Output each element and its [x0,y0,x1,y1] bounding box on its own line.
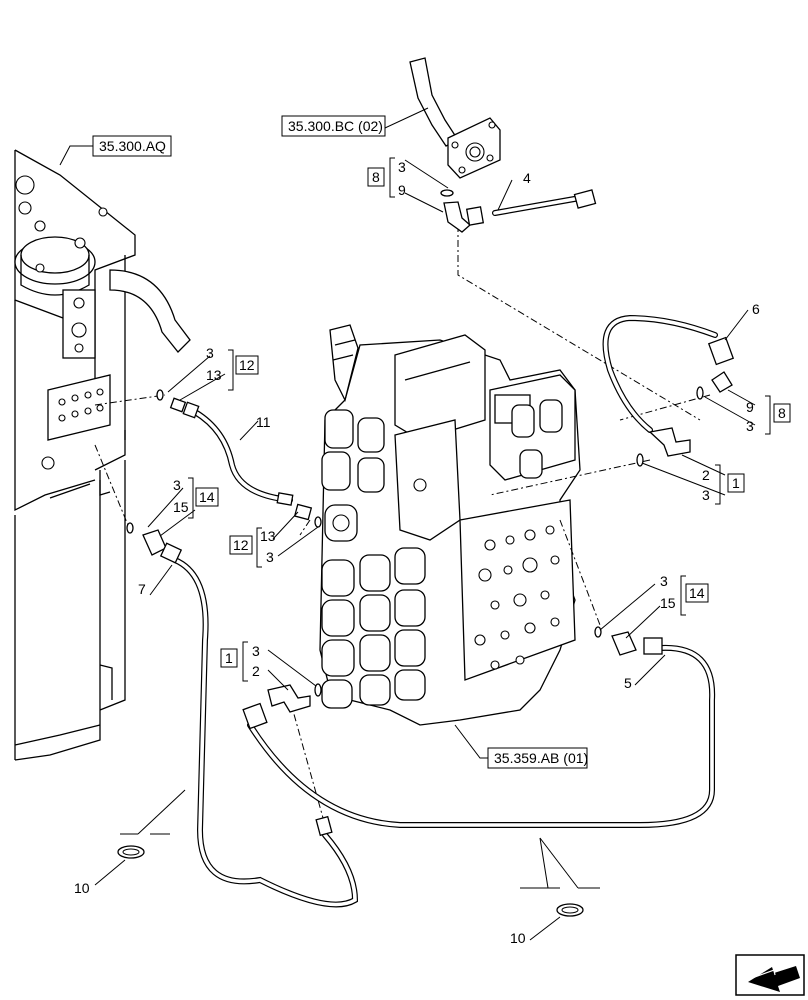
suction-fitting [409,57,501,179]
kit-8-top: 8 [372,169,380,185]
callout-3: 3 [702,487,710,503]
centre-lines [94,210,711,826]
kit-14-left: 14 [199,489,215,505]
kit-1-right: 1 [732,475,740,491]
hoses [172,195,718,908]
ref-box-bc[interactable] [281,115,386,137]
part-callouts: 3 9 4 6 9 3 2 3 3 13 11 3 15 7 13 3 3 15… [74,159,760,946]
callout-10: 10 [74,880,90,896]
arrow-back-icon [748,966,800,992]
callout-7: 7 [138,581,146,597]
callout-2: 2 [702,467,710,483]
kit-1-left: 1 [225,650,233,666]
kit-14-right: 14 [689,585,705,601]
kit-12-top: 12 [239,357,255,373]
callout-3: 3 [252,643,260,659]
ref-box-ab[interactable] [487,747,588,769]
callout-3: 3 [173,477,181,493]
callout-3: 3 [266,549,274,565]
callout-3: 3 [206,345,214,361]
control-valve [319,324,581,726]
ref-label-bc[interactable]: 35.300.BC (02) [288,118,383,134]
kit-8-right: 8 [778,405,786,421]
kit-12-bottom: 12 [233,537,249,553]
tank-assembly [14,149,191,761]
callout-9: 9 [746,399,754,415]
nav-back-button[interactable] [735,954,805,996]
kit-boxes: 8 8 1 1 12 12 14 14 [195,167,791,668]
callout-6: 6 [752,301,760,317]
ref-label-aq[interactable]: 35.300.AQ [99,138,166,154]
fittings [117,189,735,917]
callout-15: 15 [173,499,189,515]
callout-10: 10 [510,930,526,946]
callout-4: 4 [523,170,531,186]
callout-11: 11 [256,414,271,430]
callout-13: 13 [206,367,222,383]
callout-5: 5 [624,675,632,691]
callout-3: 3 [660,573,668,589]
callout-3: 3 [398,159,406,175]
callout-15: 15 [660,595,676,611]
leader-lines [59,107,771,941]
reference-labels: 35.300.BC (02) 35.300.AQ 35.359.AB (01) [92,115,588,769]
ref-label-ab[interactable]: 35.359.AB (01) [494,750,588,766]
callout-2: 2 [252,663,260,679]
callout-9: 9 [398,182,406,198]
callout-3: 3 [746,418,754,434]
ref-box-aq[interactable] [92,135,172,157]
callout-13: 13 [260,528,276,544]
